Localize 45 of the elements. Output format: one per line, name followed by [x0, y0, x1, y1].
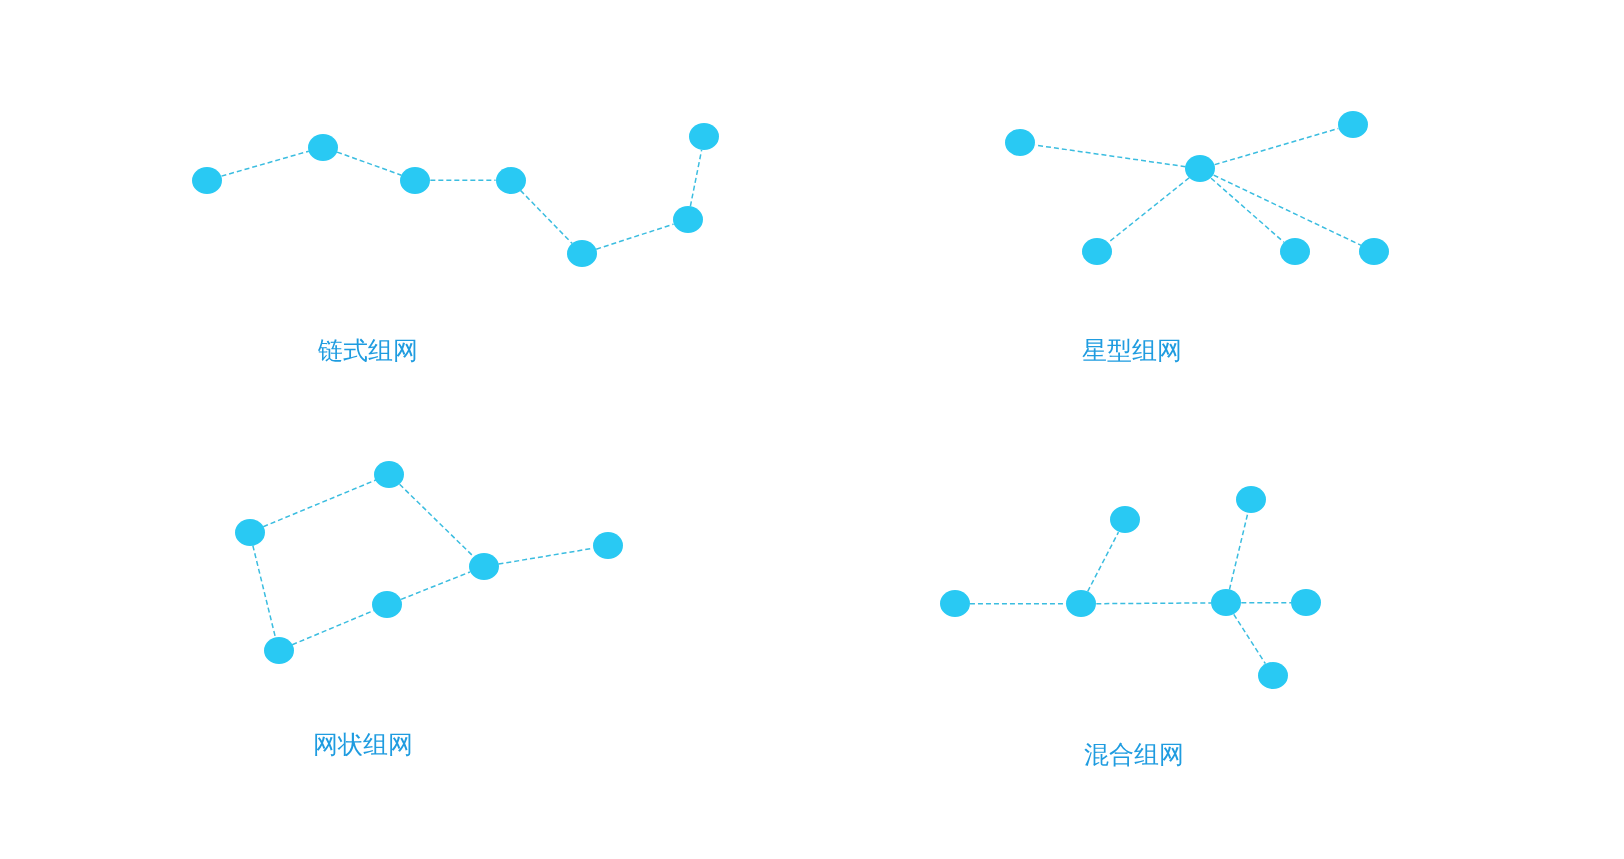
dashed-link	[1210, 177, 1285, 243]
node-circle	[939, 590, 970, 618]
node-circle	[672, 206, 703, 233]
node-circle	[1066, 590, 1097, 618]
node-circle	[1081, 238, 1112, 266]
node-circle	[592, 532, 623, 560]
caption-text: 混合组网	[1084, 738, 1185, 771]
node-circle	[263, 636, 294, 664]
dashed-link	[400, 571, 471, 601]
node-circle	[192, 166, 223, 194]
caption-text: 星型组网	[1082, 334, 1183, 367]
node-circle	[1185, 155, 1216, 183]
node-circle	[1359, 238, 1390, 266]
node-circle	[1236, 485, 1267, 513]
dashed-link	[1212, 174, 1362, 247]
dashed-link	[1233, 613, 1267, 665]
node-circle	[234, 518, 265, 546]
node-circle	[1337, 110, 1368, 138]
node-circle	[1279, 238, 1310, 266]
dashed-link	[336, 151, 403, 176]
node-circle	[689, 123, 720, 151]
dashed-link	[262, 479, 377, 528]
node-circle	[1005, 129, 1036, 157]
dashed-link	[252, 544, 277, 639]
dashed-link	[1240, 602, 1292, 604]
node-circle	[400, 166, 431, 194]
node-circle	[495, 166, 526, 194]
node-circle	[1257, 661, 1288, 689]
node-circle	[372, 591, 403, 619]
node-circle	[374, 460, 405, 488]
dashed-link	[1095, 602, 1212, 605]
node-circle	[1211, 589, 1242, 617]
node-circle	[1109, 506, 1140, 534]
dashed-link	[1107, 177, 1190, 244]
node-circle	[567, 240, 598, 268]
node-circle	[468, 553, 499, 580]
dashed-link	[398, 483, 475, 558]
dashed-link	[689, 149, 703, 208]
dashed-link	[1086, 531, 1120, 593]
dashed-link	[220, 150, 310, 177]
caption-text: 网状组网	[312, 728, 413, 761]
node-circle	[308, 133, 339, 161]
node-circle	[1291, 589, 1322, 617]
caption-text: 链式组网	[317, 334, 418, 367]
dashed-link	[519, 189, 573, 245]
